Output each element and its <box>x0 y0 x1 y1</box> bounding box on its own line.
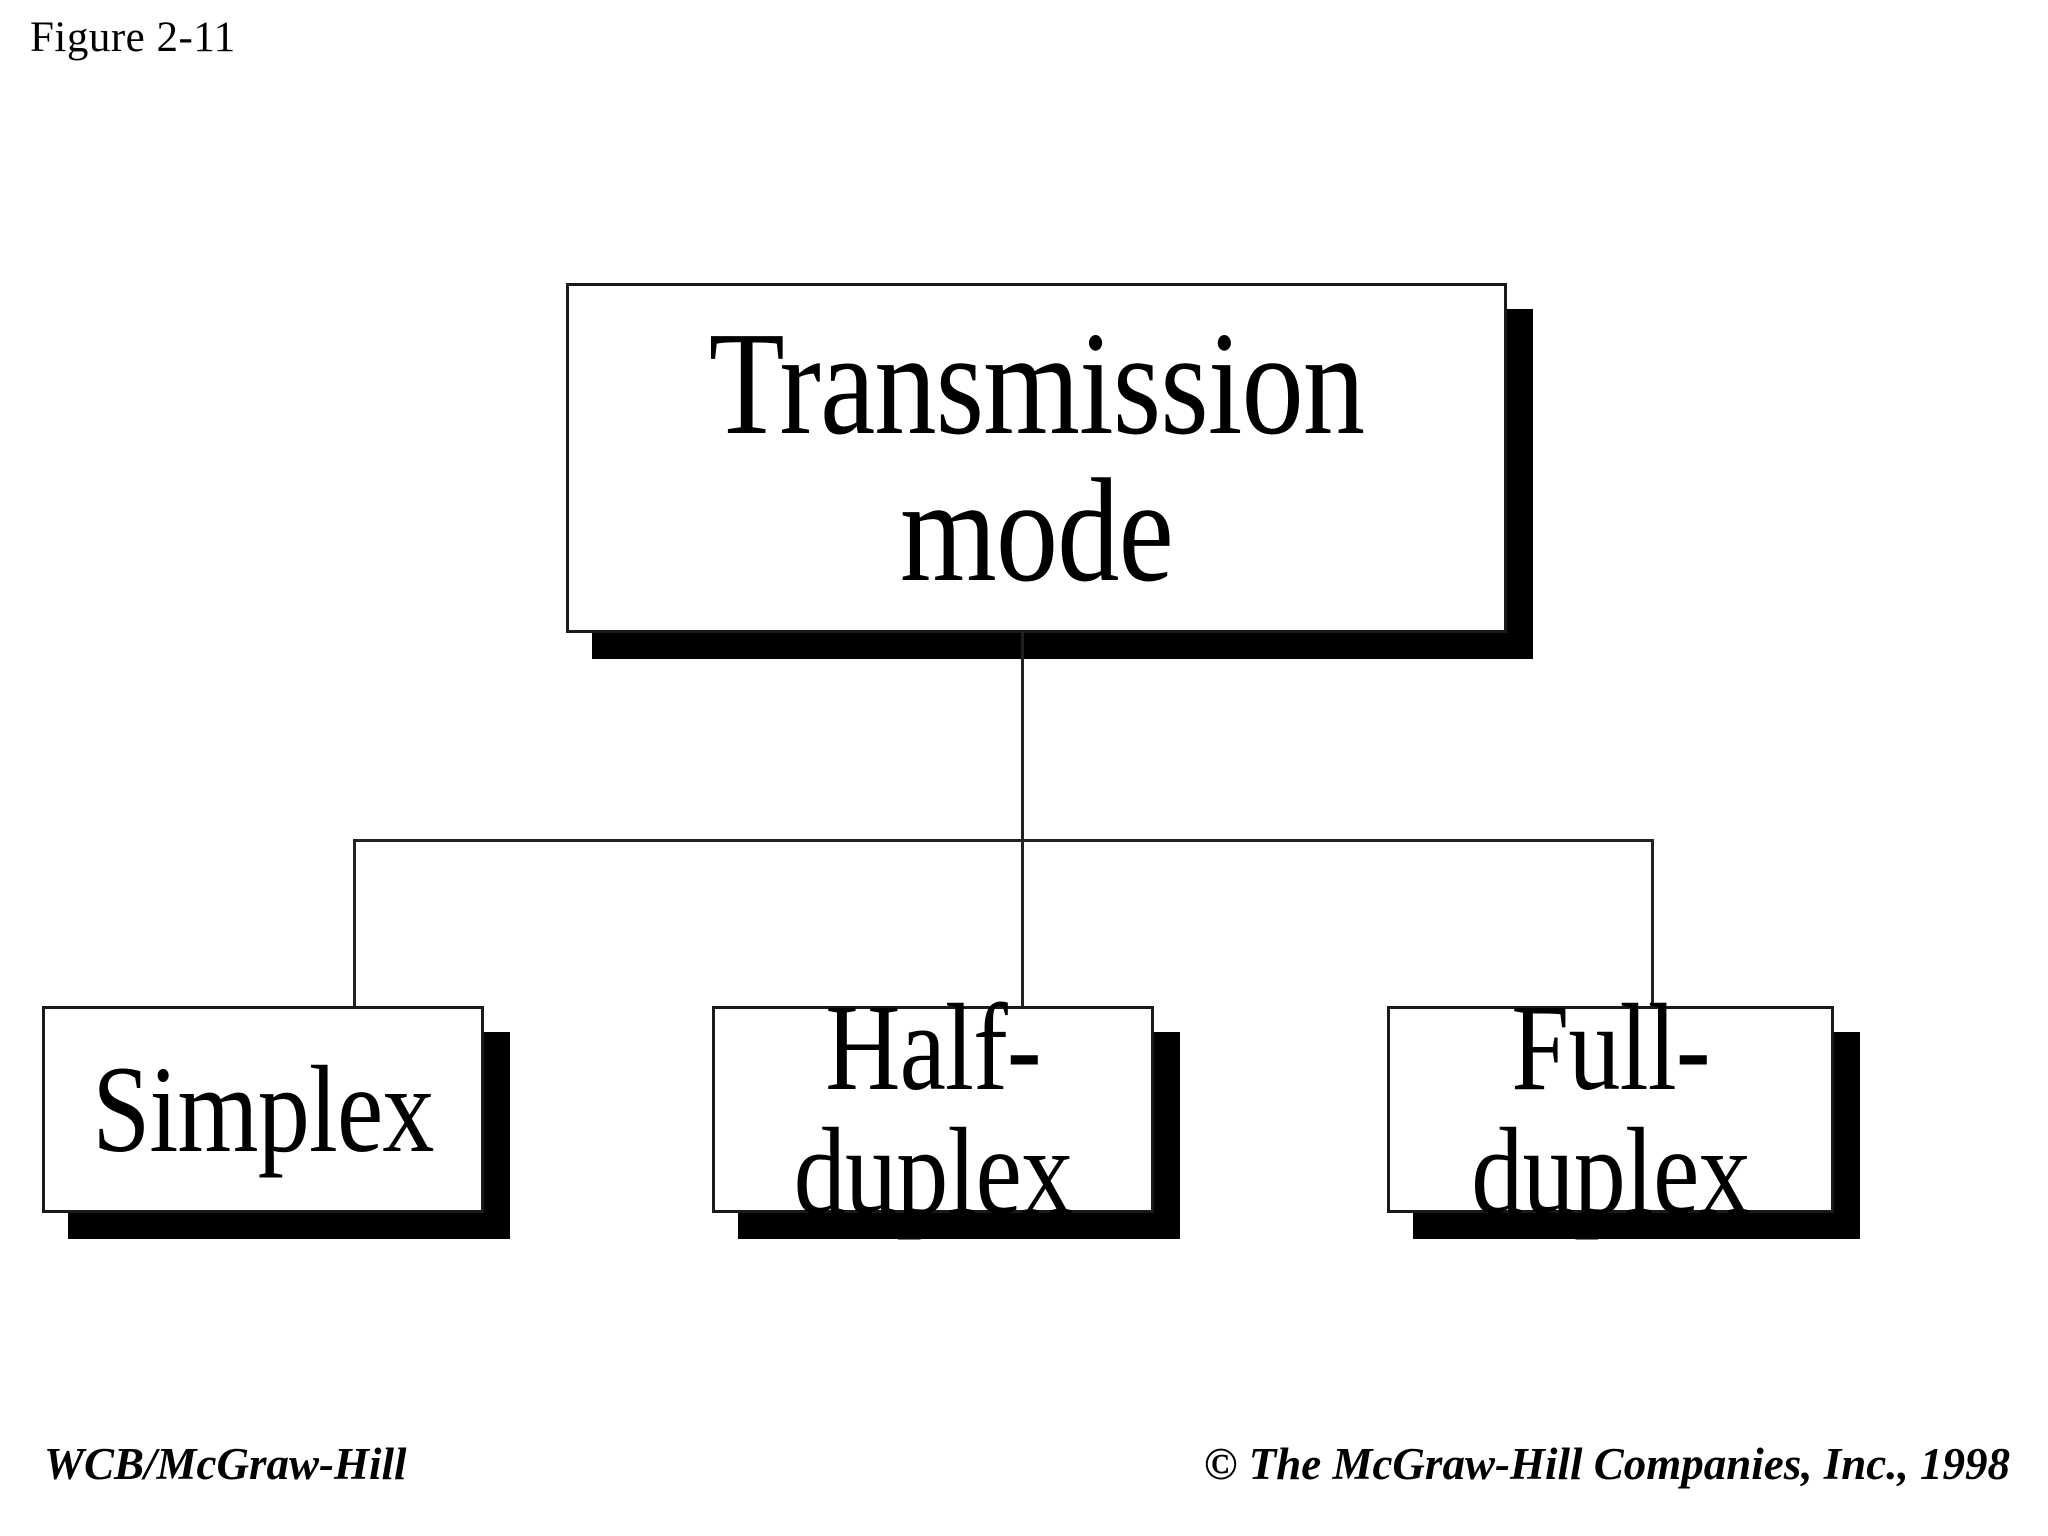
connector-drop-full-duplex <box>1651 839 1654 1009</box>
footer-copyright: © The McGraw-Hill Companies, Inc., 1998 <box>1203 1439 2010 1489</box>
figure-label: Figure 2-11 <box>30 14 236 61</box>
node-simplex[interactable]: Simplex <box>42 1006 510 1239</box>
node-transmission-mode[interactable]: Transmission mode <box>566 283 1533 659</box>
node-label-simplex: Simplex <box>92 1040 434 1178</box>
node-face: Simplex <box>42 1006 484 1213</box>
connector-drop-simplex <box>353 839 356 1009</box>
node-face: Full-duplex <box>1387 985 1834 1233</box>
connector-horizontal-bus <box>353 839 1654 842</box>
connector-drop-half-duplex <box>1021 839 1024 1009</box>
connector-root-stem <box>1021 632 1024 842</box>
node-label-half-duplex: Half-duplex <box>793 978 1073 1240</box>
node-half-duplex[interactable]: Half-duplex <box>712 985 1180 1239</box>
node-label-transmission-mode: Transmission mode <box>708 302 1365 613</box>
footer-publisher: WCB/McGraw-Hill <box>44 1439 407 1489</box>
node-face: Half-duplex <box>712 985 1154 1233</box>
node-label-full-duplex: Full-duplex <box>1471 978 1750 1240</box>
node-face: Transmission mode <box>566 283 1507 633</box>
node-full-duplex[interactable]: Full-duplex <box>1387 985 1860 1239</box>
